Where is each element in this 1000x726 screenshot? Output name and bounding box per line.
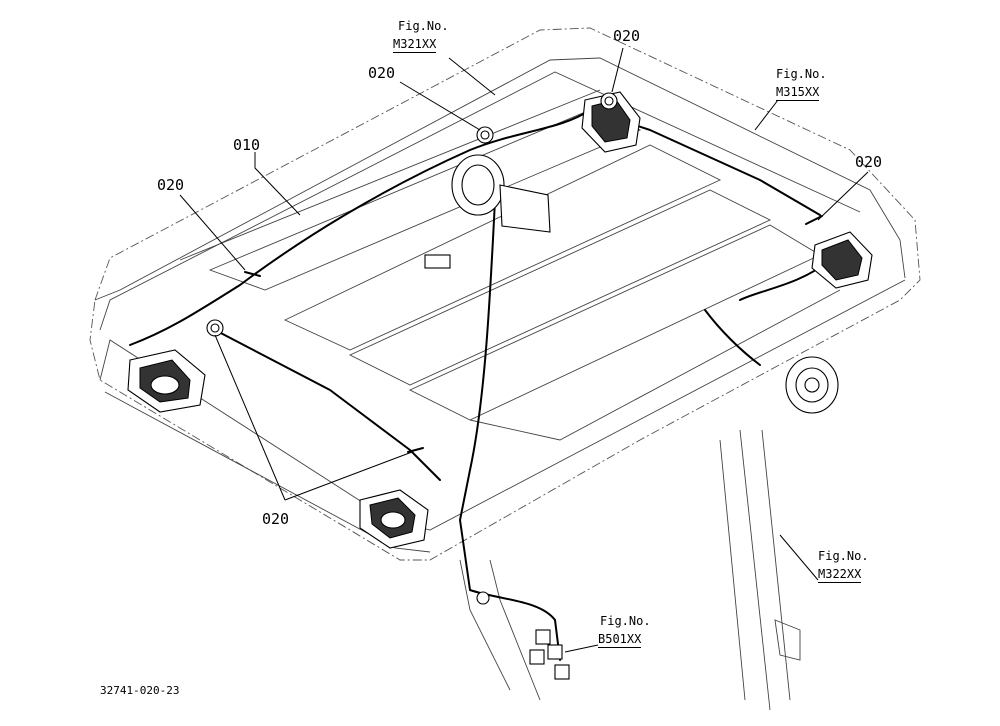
cab-pillar — [459, 429, 801, 711]
roof-panels — [179, 89, 841, 441]
callout-020-right: 020 — [855, 153, 883, 171]
figref-m322-code: M322XX — [818, 567, 862, 583]
callout-020-bottom: 020 — [262, 510, 290, 528]
callout-020-top-right: 020 — [613, 27, 641, 45]
relay-block — [529, 629, 570, 680]
figref-m321-label: Fig.No. — [398, 19, 449, 33]
leader-lines — [179, 47, 869, 653]
drawing-number: 32741-020-23 — [100, 684, 180, 697]
work-light-front-center — [359, 489, 429, 549]
figref-b501-code: B501XX — [598, 632, 642, 648]
work-light-rear-center — [581, 91, 641, 153]
rotary-beacon — [424, 154, 551, 269]
work-light-front-left — [127, 349, 206, 413]
callout-010: 010 — [233, 136, 261, 154]
figref-m315-code: M315XX — [776, 85, 820, 101]
work-light-rear-right — [811, 231, 873, 289]
roof-outline — [89, 27, 921, 561]
cable-ties — [244, 215, 823, 453]
callout-020-top: 020 — [368, 64, 396, 82]
horn — [785, 356, 839, 414]
figref-b501-label: Fig.No. — [600, 614, 651, 628]
grommets — [206, 92, 618, 605]
figref-m322-label: Fig.No. — [818, 549, 869, 563]
figref-m321-code: M321XX — [393, 37, 437, 53]
callout-020-left: 020 — [157, 176, 185, 194]
figref-m315-label: Fig.No. — [776, 67, 827, 81]
